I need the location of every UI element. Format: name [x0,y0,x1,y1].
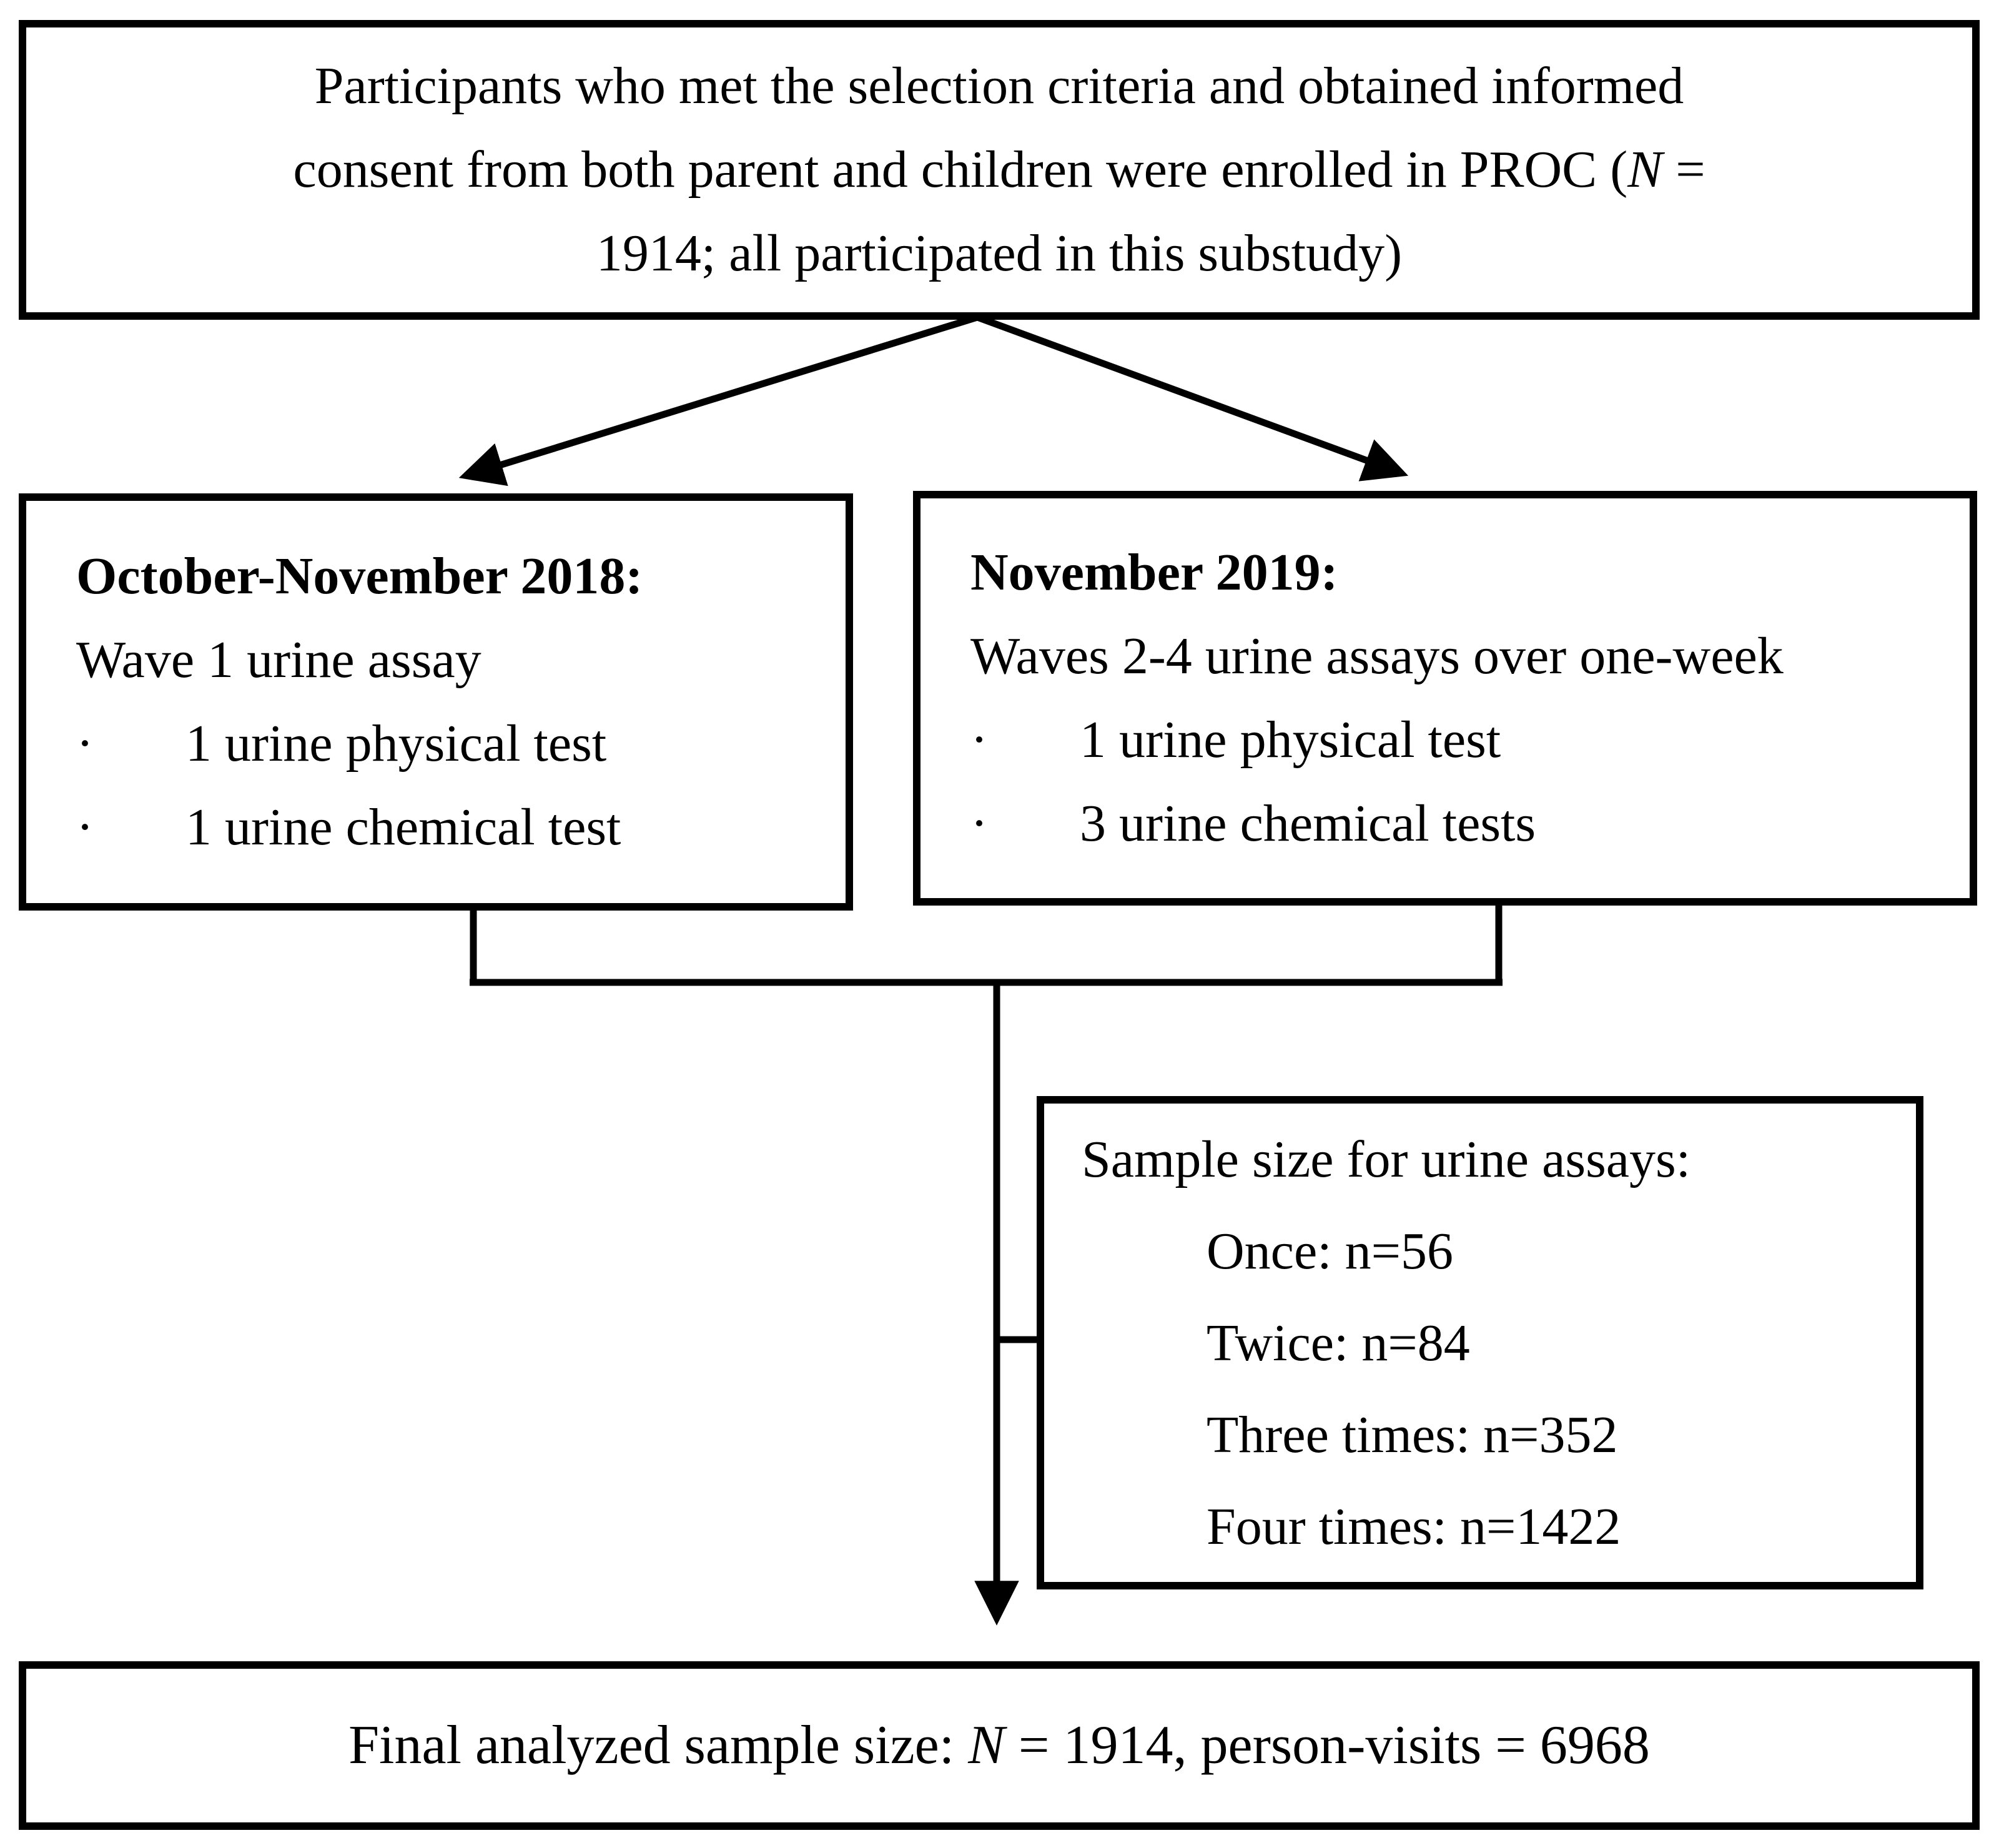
waves2-4-bullet-1: · 1 urine physical test [970,698,1957,782]
final-sample-box: Final analyzed sample size: N = 1914, pe… [19,1661,1980,1830]
sample-size-three-times: Three times: n=352 [1207,1405,1618,1464]
bullet-dot-icon: · [76,798,94,856]
wave1-bullet-2-text: 1 urine chemical test [185,798,621,856]
italic-n: N [968,1715,1005,1776]
sample-size-once: Once: n=56 [1207,1222,1453,1280]
wave1-bullet-1-text: 1 urine physical test [185,714,607,773]
sample-size-twice: Twice: n=84 [1207,1313,1470,1372]
sample-size-header: Sample size for urine assays: [1082,1130,1691,1188]
wave1-bullet-1: · 1 urine physical test [76,702,833,786]
arrow-top-to-right-box [976,314,1409,482]
waves2-4-subtitle: Waves 2-4 urine assays over one-week [970,627,1784,685]
enrollment-line-2: consent from both parent and children we… [293,141,1705,199]
waves2-4-bullet-2-text: 3 urine chemical tests [1080,794,1536,852]
wave1-subtitle: Wave 1 urine assay [76,631,481,689]
enrollment-line-3: 1914; all participated in this substudy) [596,224,1403,282]
enrollment-line-1: Participants who met the selection crite… [314,57,1684,115]
waves2-4-bullet-2: · 3 urine chemical tests [970,782,1957,866]
sample-size-box: Sample size for urine assays: Once: n=56… [1037,1096,1923,1589]
waves2-4-title: November 2019: [970,543,1338,601]
wave1-title: October-November 2018: [76,547,643,605]
wave1-bullet-2: · 1 urine chemical test [76,786,833,869]
bullet-dot-icon: · [970,711,988,769]
waves2-4-bullet-1-text: 1 urine physical test [1080,711,1501,769]
enrollment-box: Participants who met the selection crite… [19,20,1980,320]
sample-size-four-times: Four times: n=1422 [1207,1497,1621,1556]
italic-n: N [1627,141,1663,199]
arrow-top-to-left-box [458,314,979,487]
bullet-dot-icon: · [76,714,94,773]
final-sample-text: Final analyzed sample size: N = 1914, pe… [348,1715,1650,1776]
wave1-box: October-November 2018: Wave 1 urine assa… [19,493,853,911]
bullet-dot-icon: · [970,794,988,852]
waves2-4-box: November 2019: Waves 2-4 urine assays ov… [913,491,1977,906]
